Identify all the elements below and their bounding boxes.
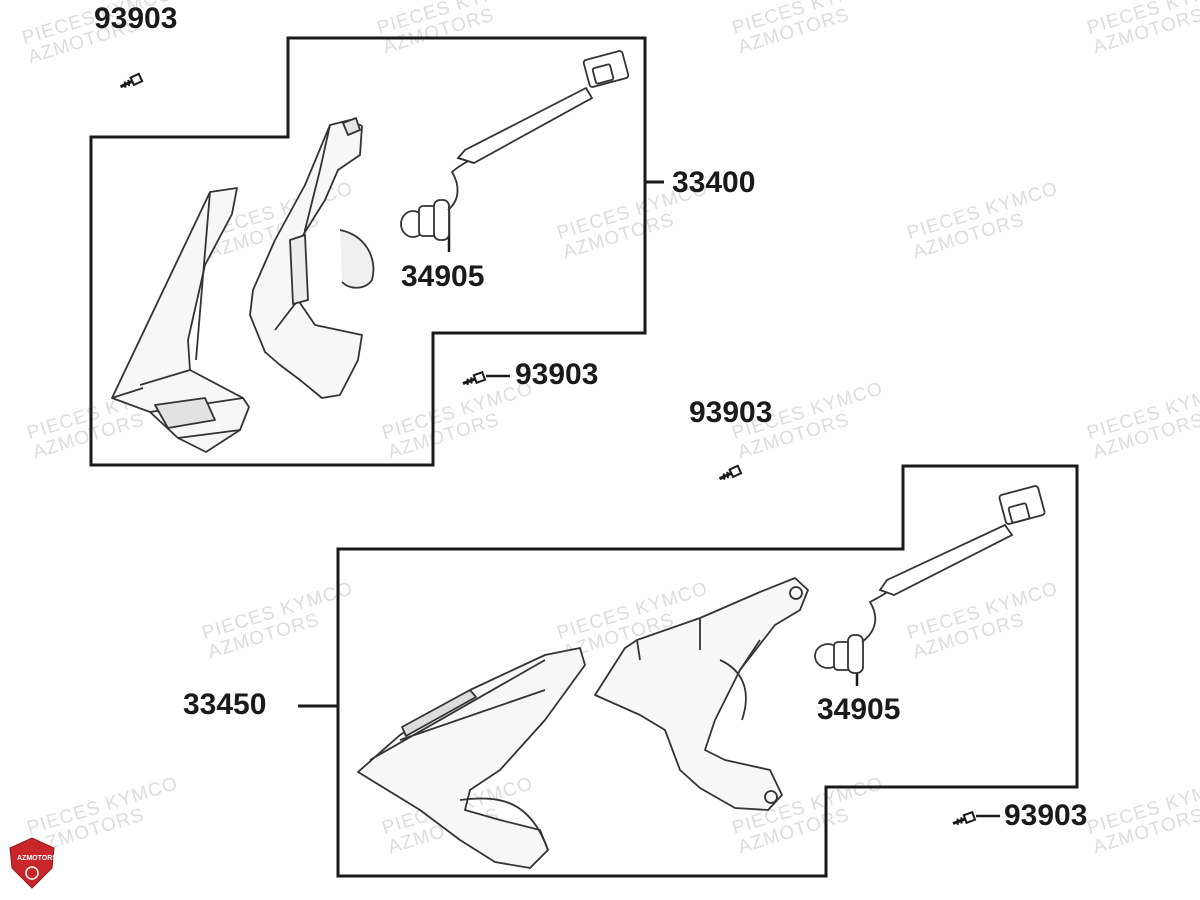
upper-bulb [400,154,481,241]
upper-housing [249,117,375,399]
part-number-label: 93903 [689,396,773,429]
logo-text: AZMOTORS [17,855,57,862]
upper-harness [456,50,630,164]
logo-icon [9,837,55,889]
part-number-label: 93903 [94,2,178,35]
lower-assembly-outline [336,464,1079,878]
screw-icon [119,72,144,89]
screw-icon [718,464,743,481]
lower-housing [594,577,809,811]
part-number-label: 34905 [817,693,901,726]
lower-bulb [814,589,891,674]
screw-icon [462,370,487,385]
lower-harness [878,485,1046,596]
part-number-label: 33450 [183,688,267,721]
lower-lens-cover [357,647,586,869]
screw-icon [952,810,977,825]
part-number-label: 93903 [515,358,599,391]
part-number-label: 34905 [401,260,485,293]
part-number-label: 33400 [672,166,756,199]
upper-lens-cover [111,187,250,453]
part-number-label: 93903 [1004,799,1088,832]
upper-assembly-outline [89,36,647,467]
